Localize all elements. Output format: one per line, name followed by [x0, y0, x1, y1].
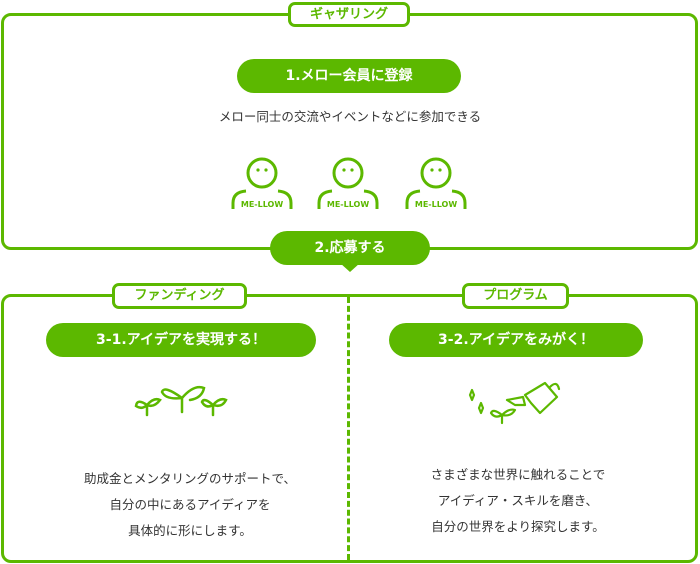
funding-description: 助成金とメンタリングのサポートで、 自分の中にあるアイディアを 具体的に形にしま… [60, 466, 320, 544]
program-tag: プログラム [462, 283, 569, 309]
text-line: 具体的に形にします。 [128, 523, 252, 538]
action-section [1, 294, 698, 563]
funding-step[interactable]: 3-1.アイデアを実現する！ [46, 323, 316, 357]
text-line: 自分の中にあるアイディアを [109, 497, 271, 512]
member-label: ME-LLOW [326, 200, 370, 209]
text-line: 自分の世界をより探究します。 [431, 519, 605, 534]
person-icon [317, 157, 379, 209]
gathering-tag: ギャザリング [288, 2, 410, 27]
section-divider [347, 297, 350, 560]
watering-can-icon [468, 381, 561, 425]
member-label: ME-LLOW [240, 200, 284, 209]
person-icon [405, 157, 467, 209]
member-avatar: ME-LLOW [230, 155, 294, 211]
program-step[interactable]: 3-2.アイデアをみがく！ [389, 323, 643, 357]
gathering-section [1, 13, 698, 250]
person-icon [231, 157, 293, 209]
funding-tag: ファンディング [112, 283, 247, 309]
text-line: 助成金とメンタリングのサポートで、 [83, 471, 296, 486]
gathering-description: メロー同士の交流やイベントなどに参加できる [218, 109, 482, 124]
member-label: ME-LLOW [414, 200, 458, 209]
text-line: さまざまな世界に触れることで [430, 467, 606, 482]
program-description: さまざまな世界に触れることで アイディア・スキルを磨き、 自分の世界をより探究し… [388, 462, 648, 540]
register-step[interactable]: 1.メロー会員に登録 [237, 59, 461, 93]
member-avatar: ME-LLOW [404, 155, 468, 211]
text-line: アイディア・スキルを磨き、 [437, 493, 599, 508]
apply-step[interactable]: 2.応募する [270, 231, 430, 265]
member-avatar: ME-LLOW [316, 155, 380, 211]
sprouts-icon [134, 385, 228, 417]
apply-arrow [340, 263, 360, 272]
